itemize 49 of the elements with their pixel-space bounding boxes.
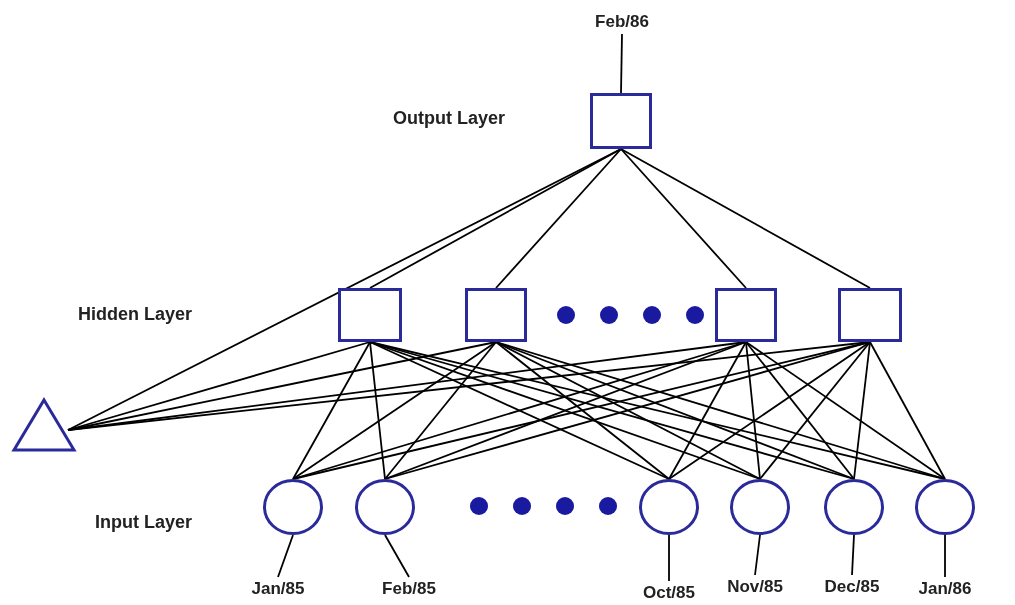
connection-line [620,33,623,94]
input-neuron-circle [824,479,884,535]
connection-line [384,534,410,578]
layer-label: Output Layer [393,108,505,129]
neuron-square [590,93,652,149]
connection-line [67,341,371,431]
connection-line [668,534,670,582]
neuron-square [715,288,777,342]
month-label: Dec/85 [820,575,884,599]
input-neuron-circle [355,479,415,535]
connection-line [944,534,946,578]
connection-line [292,341,497,480]
connection-line [495,341,855,480]
neuron-square [838,288,902,342]
connection-line [369,148,622,289]
bias-triangle [12,398,76,452]
connection-line [745,341,946,480]
input-neuron-circle [730,479,790,535]
month-label: Jan/85 [246,577,310,601]
month-label: Oct/85 [637,581,701,605]
month-label: Jan/86 [913,577,977,601]
input-neuron-circle [915,479,975,535]
month-label: Feb/86 [590,10,654,34]
connection-line [668,341,871,480]
month-label: Feb/85 [377,577,441,601]
connection-line [369,341,670,480]
connection-line [745,341,761,480]
neuron-square [338,288,402,342]
connection-line [495,148,622,289]
connection-line [851,534,855,576]
connection-line [853,341,871,480]
connection-line [384,341,497,480]
connection-line [292,341,371,480]
input-neuron-circle [639,479,699,535]
connection-line [668,341,747,480]
connection-line [754,534,761,576]
month-label: Nov/85 [723,575,787,599]
connection-line [759,341,871,480]
connection-line [869,341,946,480]
neuron-square [465,288,527,342]
connection-line [620,148,871,289]
layer-label: Input Layer [95,512,192,533]
connection-line [620,148,747,289]
connection-line [745,341,855,480]
layer-label: Hidden Layer [78,304,193,325]
input-neuron-circle [263,479,323,535]
connection-line [495,341,670,480]
connection-line [277,534,294,578]
connection-line [369,341,386,480]
